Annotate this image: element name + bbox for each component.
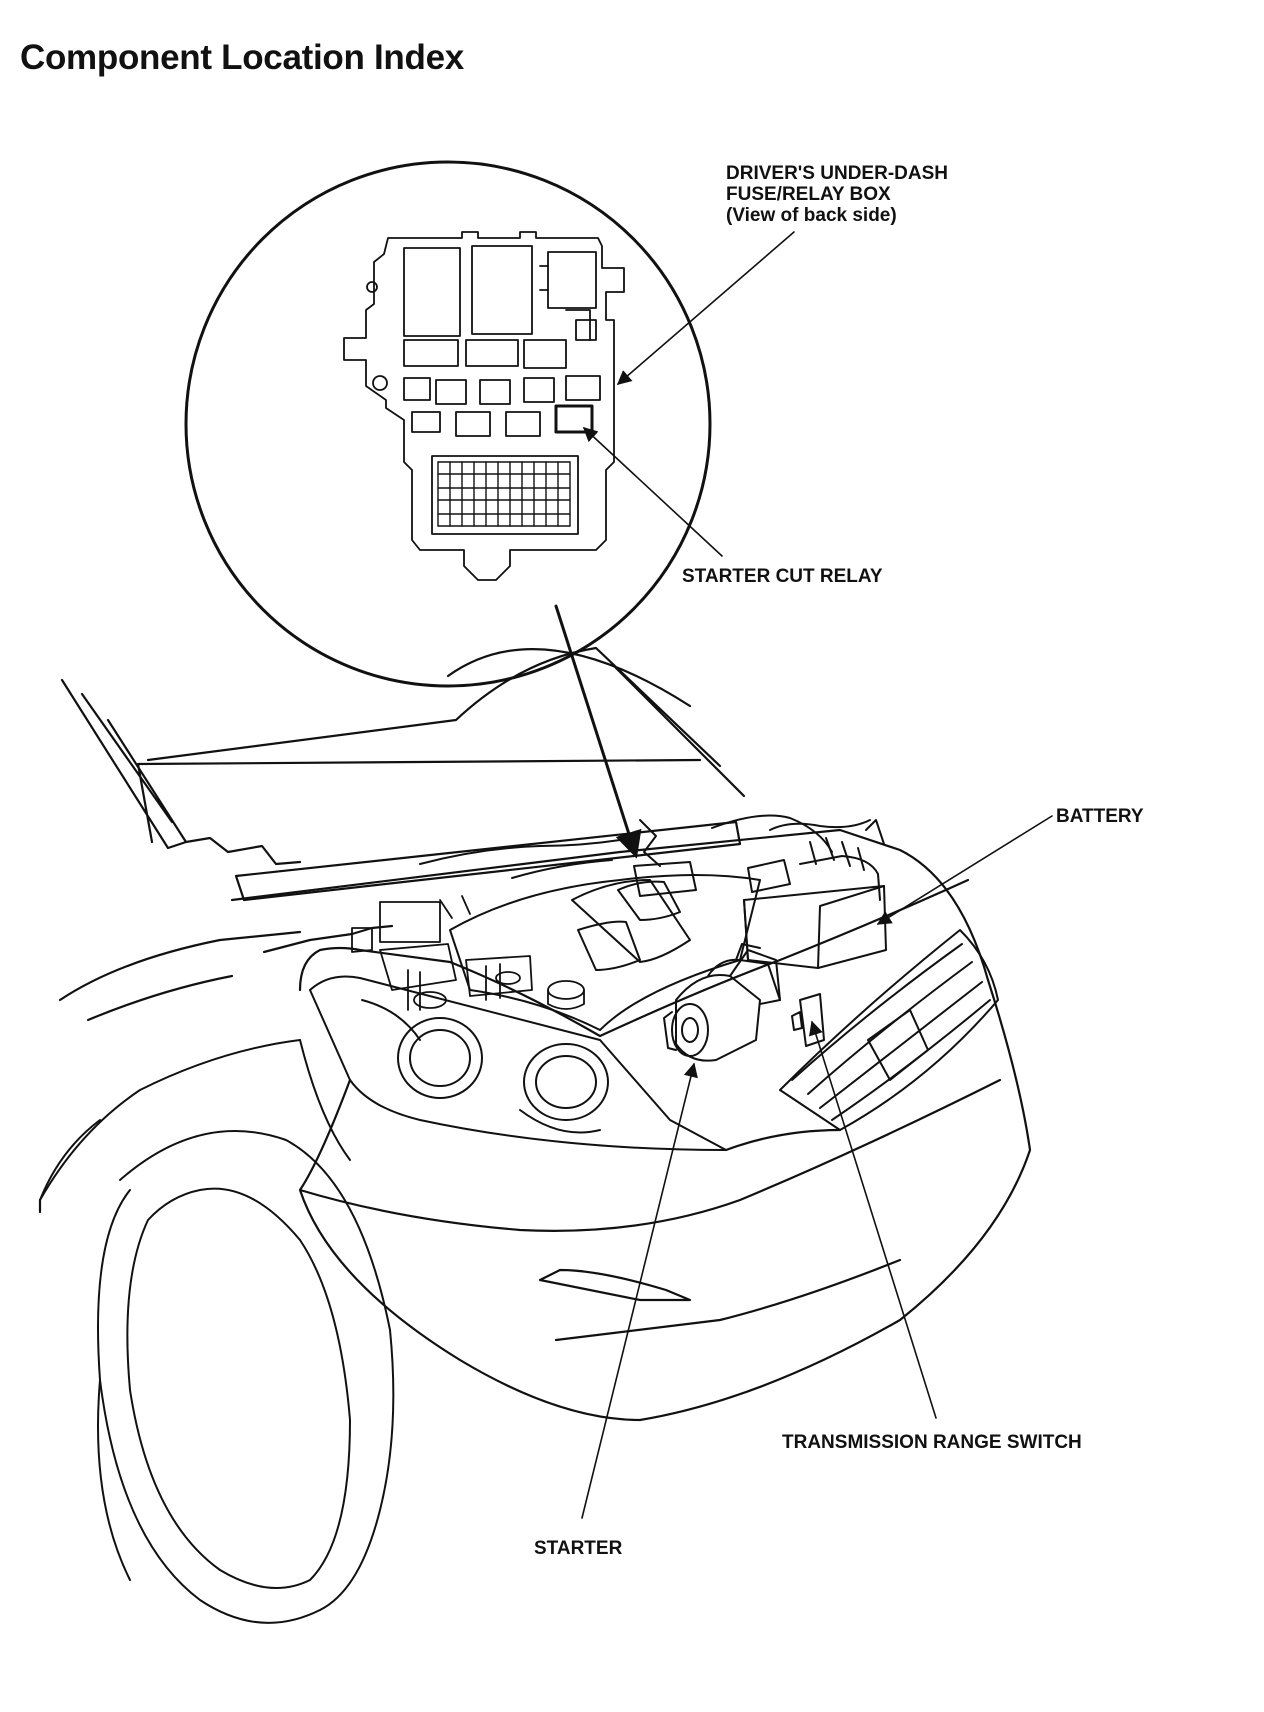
battery [711,814,887,969]
hood [60,646,746,902]
grille [779,929,999,1131]
transmission-range-switch [791,993,825,1047]
front-wheel [39,1039,395,1624]
fuse-box-label-line1: DRIVER'S UNDER-DASH [726,163,948,184]
fuse-box-inset [184,160,712,688]
starter-cut-relay-socket [554,404,594,434]
page-title: Component Location Index [20,38,464,77]
engine-bay [230,828,990,982]
starter-motor [663,943,781,1062]
fuse-relay-box [343,231,625,581]
battery-label: BATTERY [1056,806,1144,827]
hood-edge [298,878,970,1038]
fuse-box-label-line3: (View of back side) [726,205,897,226]
fuse-box-leader [616,231,795,385]
front-bumper [298,978,1032,1422]
intake-manifold [419,819,761,1031]
starter-leader [581,1062,698,1519]
fuse-array [437,461,571,527]
inset-circle [184,160,712,688]
starter-label: STARTER [534,1538,623,1559]
starter-cut-relay-label: STARTER CUT RELAY [682,566,883,587]
inset-to-car-leader [554,604,642,859]
fuse-box-label-line2: FUSE/RELAY BOX [726,184,891,205]
vehicle-front [38,646,1032,1624]
engine-left-components [351,895,585,1011]
starter-cut-relay-leader [582,427,723,557]
headlight [309,975,727,1151]
transmission-range-switch-label: TRANSMISSION RANGE SWITCH [782,1432,1082,1453]
body-side-line [38,930,302,1214]
callout-leaders [554,231,1053,1519]
fuse-box-label: DRIVER'S UNDER-DASH FUSE/RELAY BOX (View… [726,163,948,226]
transmission-range-switch-leader [809,1020,937,1419]
